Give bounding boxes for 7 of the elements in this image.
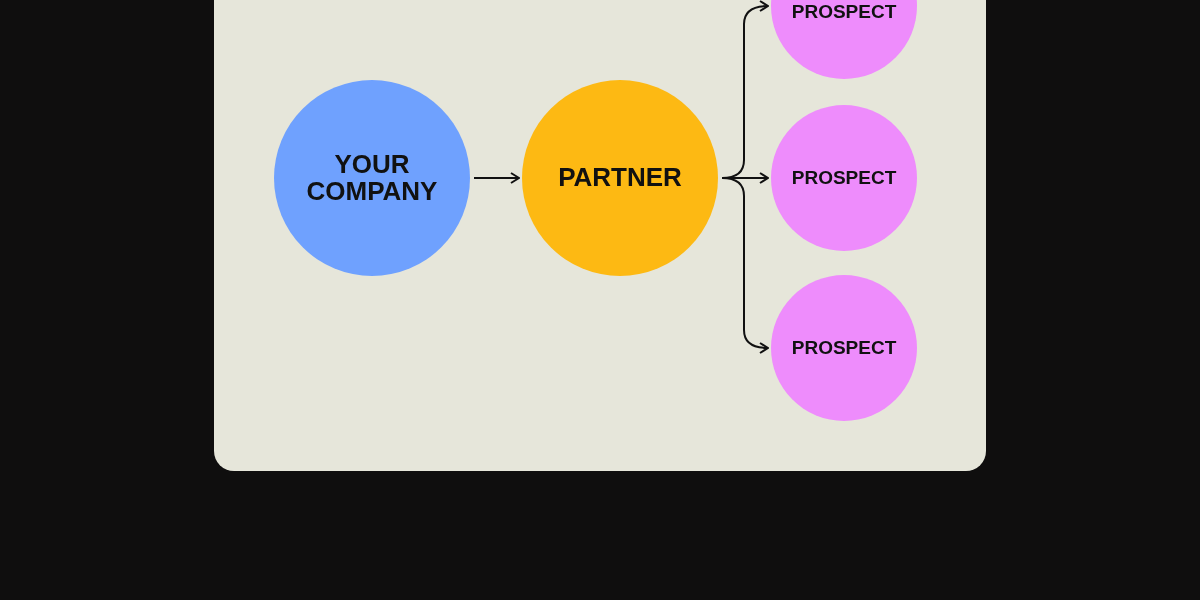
node-label: PROSPECT	[791, 168, 897, 188]
node-label: PROSPECT	[791, 2, 897, 22]
node-label: PARTNER	[558, 164, 682, 192]
arrow	[473, 172, 520, 184]
node-label: PROSPECT	[791, 338, 897, 358]
arrow	[721, 177, 769, 354]
node-label: YOUR COMPANY	[305, 150, 439, 206]
